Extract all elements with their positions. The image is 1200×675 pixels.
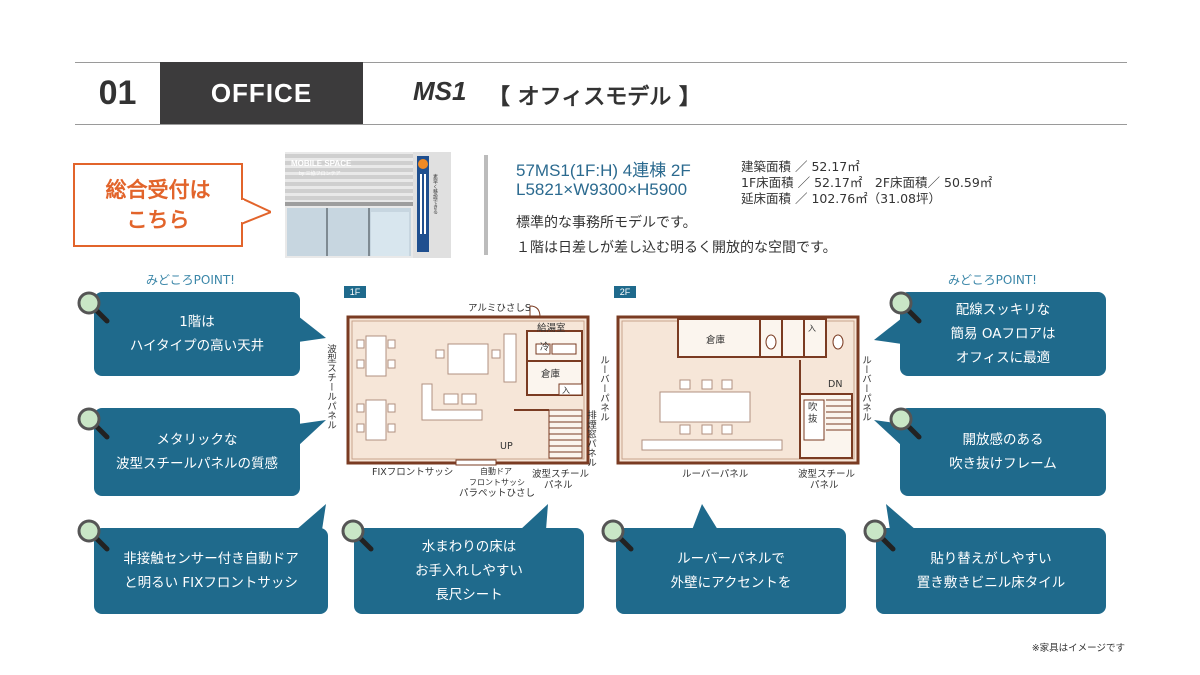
- plan-1f-kitchen-label: 給湯室: [537, 323, 566, 334]
- bubble-text: 長尺シート: [435, 587, 503, 603]
- plan-1f-inlet-label: 入: [562, 386, 570, 395]
- bubble-text: 配線スッキリな: [955, 302, 1051, 318]
- plan-2f-down-label: DN: [828, 379, 843, 390]
- spec-description-1: 標準的な事務所モデルです。: [516, 215, 697, 231]
- point-label-left: みどころPOINT!: [146, 273, 235, 287]
- plan-1f-auto-door-label: 自動ドア: [480, 467, 512, 476]
- bubble-text: お手入れしやすい: [415, 563, 523, 579]
- plan-1f-storage-label: 倉庫: [541, 369, 561, 380]
- plan-1f-eave-label: アルミひさしS: [468, 303, 531, 314]
- magnifier-icon: [77, 407, 110, 440]
- photo-sign-text: MOBILE SPACE: [291, 159, 352, 168]
- magnifier-icon: [77, 519, 110, 552]
- spec-building-area: 建築面積 ／ 52.17㎡: [741, 159, 860, 174]
- plan-2f-louver-label: ルーバーパネル: [682, 469, 749, 480]
- magnifier-icon: [601, 519, 634, 552]
- plan-2f-tag: 2F: [614, 286, 636, 298]
- bubble-text: 外壁にアクセントを: [670, 575, 792, 591]
- bubble-tail: [298, 316, 326, 342]
- spec-divider: [484, 155, 488, 255]
- bubble-text: 開放感のある: [962, 432, 1044, 448]
- point-bubble-high-ceiling: 1階は ハイタイプの高い天井: [94, 292, 300, 376]
- point-bubble-long-sheet: 水まわりの床は お手入れしやすい 長尺シート: [354, 528, 584, 614]
- section-number: 01: [98, 73, 137, 112]
- plan-1f-left-wall-label: 波型スチールパネル: [325, 344, 336, 430]
- plan-1f-fridge-label: 冷: [540, 342, 550, 353]
- building-photo: MOBILE SPACE by 三協フロンテア 素早く移設できる: [285, 152, 451, 258]
- spec-description-2: １階は日差しが差し込む明るく開放的な空間です。: [516, 240, 837, 256]
- plan-2f-inlet-label: 入: [808, 324, 816, 333]
- plan-2f-void-label-2: 抜: [808, 414, 818, 425]
- reception-callout[interactable]: 総合受付は こちら: [73, 163, 243, 247]
- plan-1f-tag: 1F: [344, 286, 366, 298]
- plan-2f-wave-panel-label-1: 波型スチール: [798, 469, 856, 480]
- furniture-note: ※家具はイメージです: [1031, 643, 1125, 654]
- bubble-text: と明るい FIXフロントサッシ: [124, 575, 298, 591]
- plan-2f-wave-panel-label-2: パネル: [810, 480, 839, 491]
- plan-1f-front-sash-label: フロントサッシ: [469, 478, 525, 487]
- spec-total-area: 延床面積 ／ 102.76㎡（31.08坪）: [741, 191, 941, 206]
- point-bubble-wave-panel: メタリックな 波型スチールパネルの質感: [94, 408, 300, 496]
- floor-plan-1f: [346, 305, 590, 466]
- bubble-text: ハイタイプの高い天井: [129, 338, 265, 354]
- bubble-text: 非接触センサー付き自動ドア: [123, 551, 299, 567]
- point-bubble-louver: ルーバーパネルで 外壁にアクセントを: [616, 528, 846, 614]
- point-bubble-floor-tile: 貼り替えがしやすい 置き敷きビニル床タイル: [876, 528, 1106, 614]
- magnifier-icon: [77, 291, 110, 324]
- plan-2f-right-wall-label: ルーバーパネル: [860, 355, 871, 422]
- plan-1f-right-wall-label: 排煙窓パネル: [585, 410, 596, 467]
- header-top-rule: [75, 62, 1127, 63]
- model-subtitle: 【 オフィスモデル 】: [488, 85, 701, 110]
- plan-2f-void-label-1: 吹: [808, 402, 818, 413]
- reception-line-2: こちら: [126, 208, 190, 232]
- model-name: MS1: [413, 76, 467, 106]
- reception-callout-tail: [241, 196, 271, 226]
- spec-floor-area: 1F床面積 ／ 52.17㎡ 2F床面積／ 50.59㎡: [741, 175, 993, 190]
- bubble-tail: [874, 318, 902, 344]
- magnifier-icon: [341, 519, 374, 552]
- point-bubble-auto-door: 非接触センサー付き自動ドア と明るい FIXフロントサッシ: [94, 528, 328, 614]
- plan-1f-wave-panel-label-2: パネル: [544, 480, 573, 491]
- magnifier-icon: [889, 291, 922, 324]
- spec-title: 57MS1(1F:H) 4連棟 2F: [516, 161, 691, 180]
- bubble-tail: [886, 504, 916, 530]
- reception-line-1: 総合受付は: [105, 178, 211, 202]
- magnifier-icon: [889, 407, 922, 440]
- bubble-text: 簡易 OAフロアは: [950, 326, 1056, 342]
- photo-sign-sub: by 三協フロンテア: [299, 170, 341, 177]
- bubble-tail: [296, 504, 326, 530]
- bubble-tail: [298, 420, 326, 446]
- header-bottom-rule: [75, 124, 1127, 125]
- bubble-text: オフィスに最適: [955, 350, 1051, 366]
- bubble-text: 貼り替えがしやすい: [930, 551, 1052, 567]
- bubble-tail: [520, 504, 548, 530]
- bubble-text: 波型スチールパネルの質感: [116, 456, 278, 472]
- bubble-text: 水まわりの床は: [421, 539, 517, 555]
- bubble-text: 置き敷きビニル床タイル: [916, 575, 1066, 591]
- plan-2f-storage-label: 倉庫: [706, 335, 726, 346]
- bubble-tail: [692, 504, 718, 530]
- plan-2f-left-wall-label: ルーバーパネル: [598, 355, 609, 422]
- bubble-text: メタリックな: [156, 432, 238, 448]
- bubble-text: 吹き抜けフレーム: [949, 456, 1057, 472]
- point-bubble-oa-floor: 配線スッキリな 簡易 OAフロアは オフィスに最適: [900, 292, 1106, 376]
- plan-1f-wave-panel-label-1: 波型スチール: [532, 469, 590, 480]
- bubble-text: ルーバーパネルで: [677, 551, 785, 567]
- plan-1f-up-label: UP: [500, 441, 513, 452]
- category-label: OFFICE: [160, 62, 363, 124]
- plan-1f-fix-sash-label: FIXフロントサッシ: [372, 467, 454, 478]
- photo-banner-text: 素早く移設できる: [432, 173, 438, 214]
- point-label-right: みどころPOINT!: [948, 273, 1037, 287]
- magnifier-icon: [863, 519, 896, 552]
- floor-plan-2f: [616, 315, 860, 465]
- spec-dimensions: L5821×W9300×H5900: [516, 180, 688, 199]
- bubble-text: 1階は: [179, 314, 215, 330]
- point-bubble-open-frame: 開放感のある 吹き抜けフレーム: [900, 408, 1106, 496]
- plan-1f-parapet-label: パラペットひさし: [459, 488, 536, 499]
